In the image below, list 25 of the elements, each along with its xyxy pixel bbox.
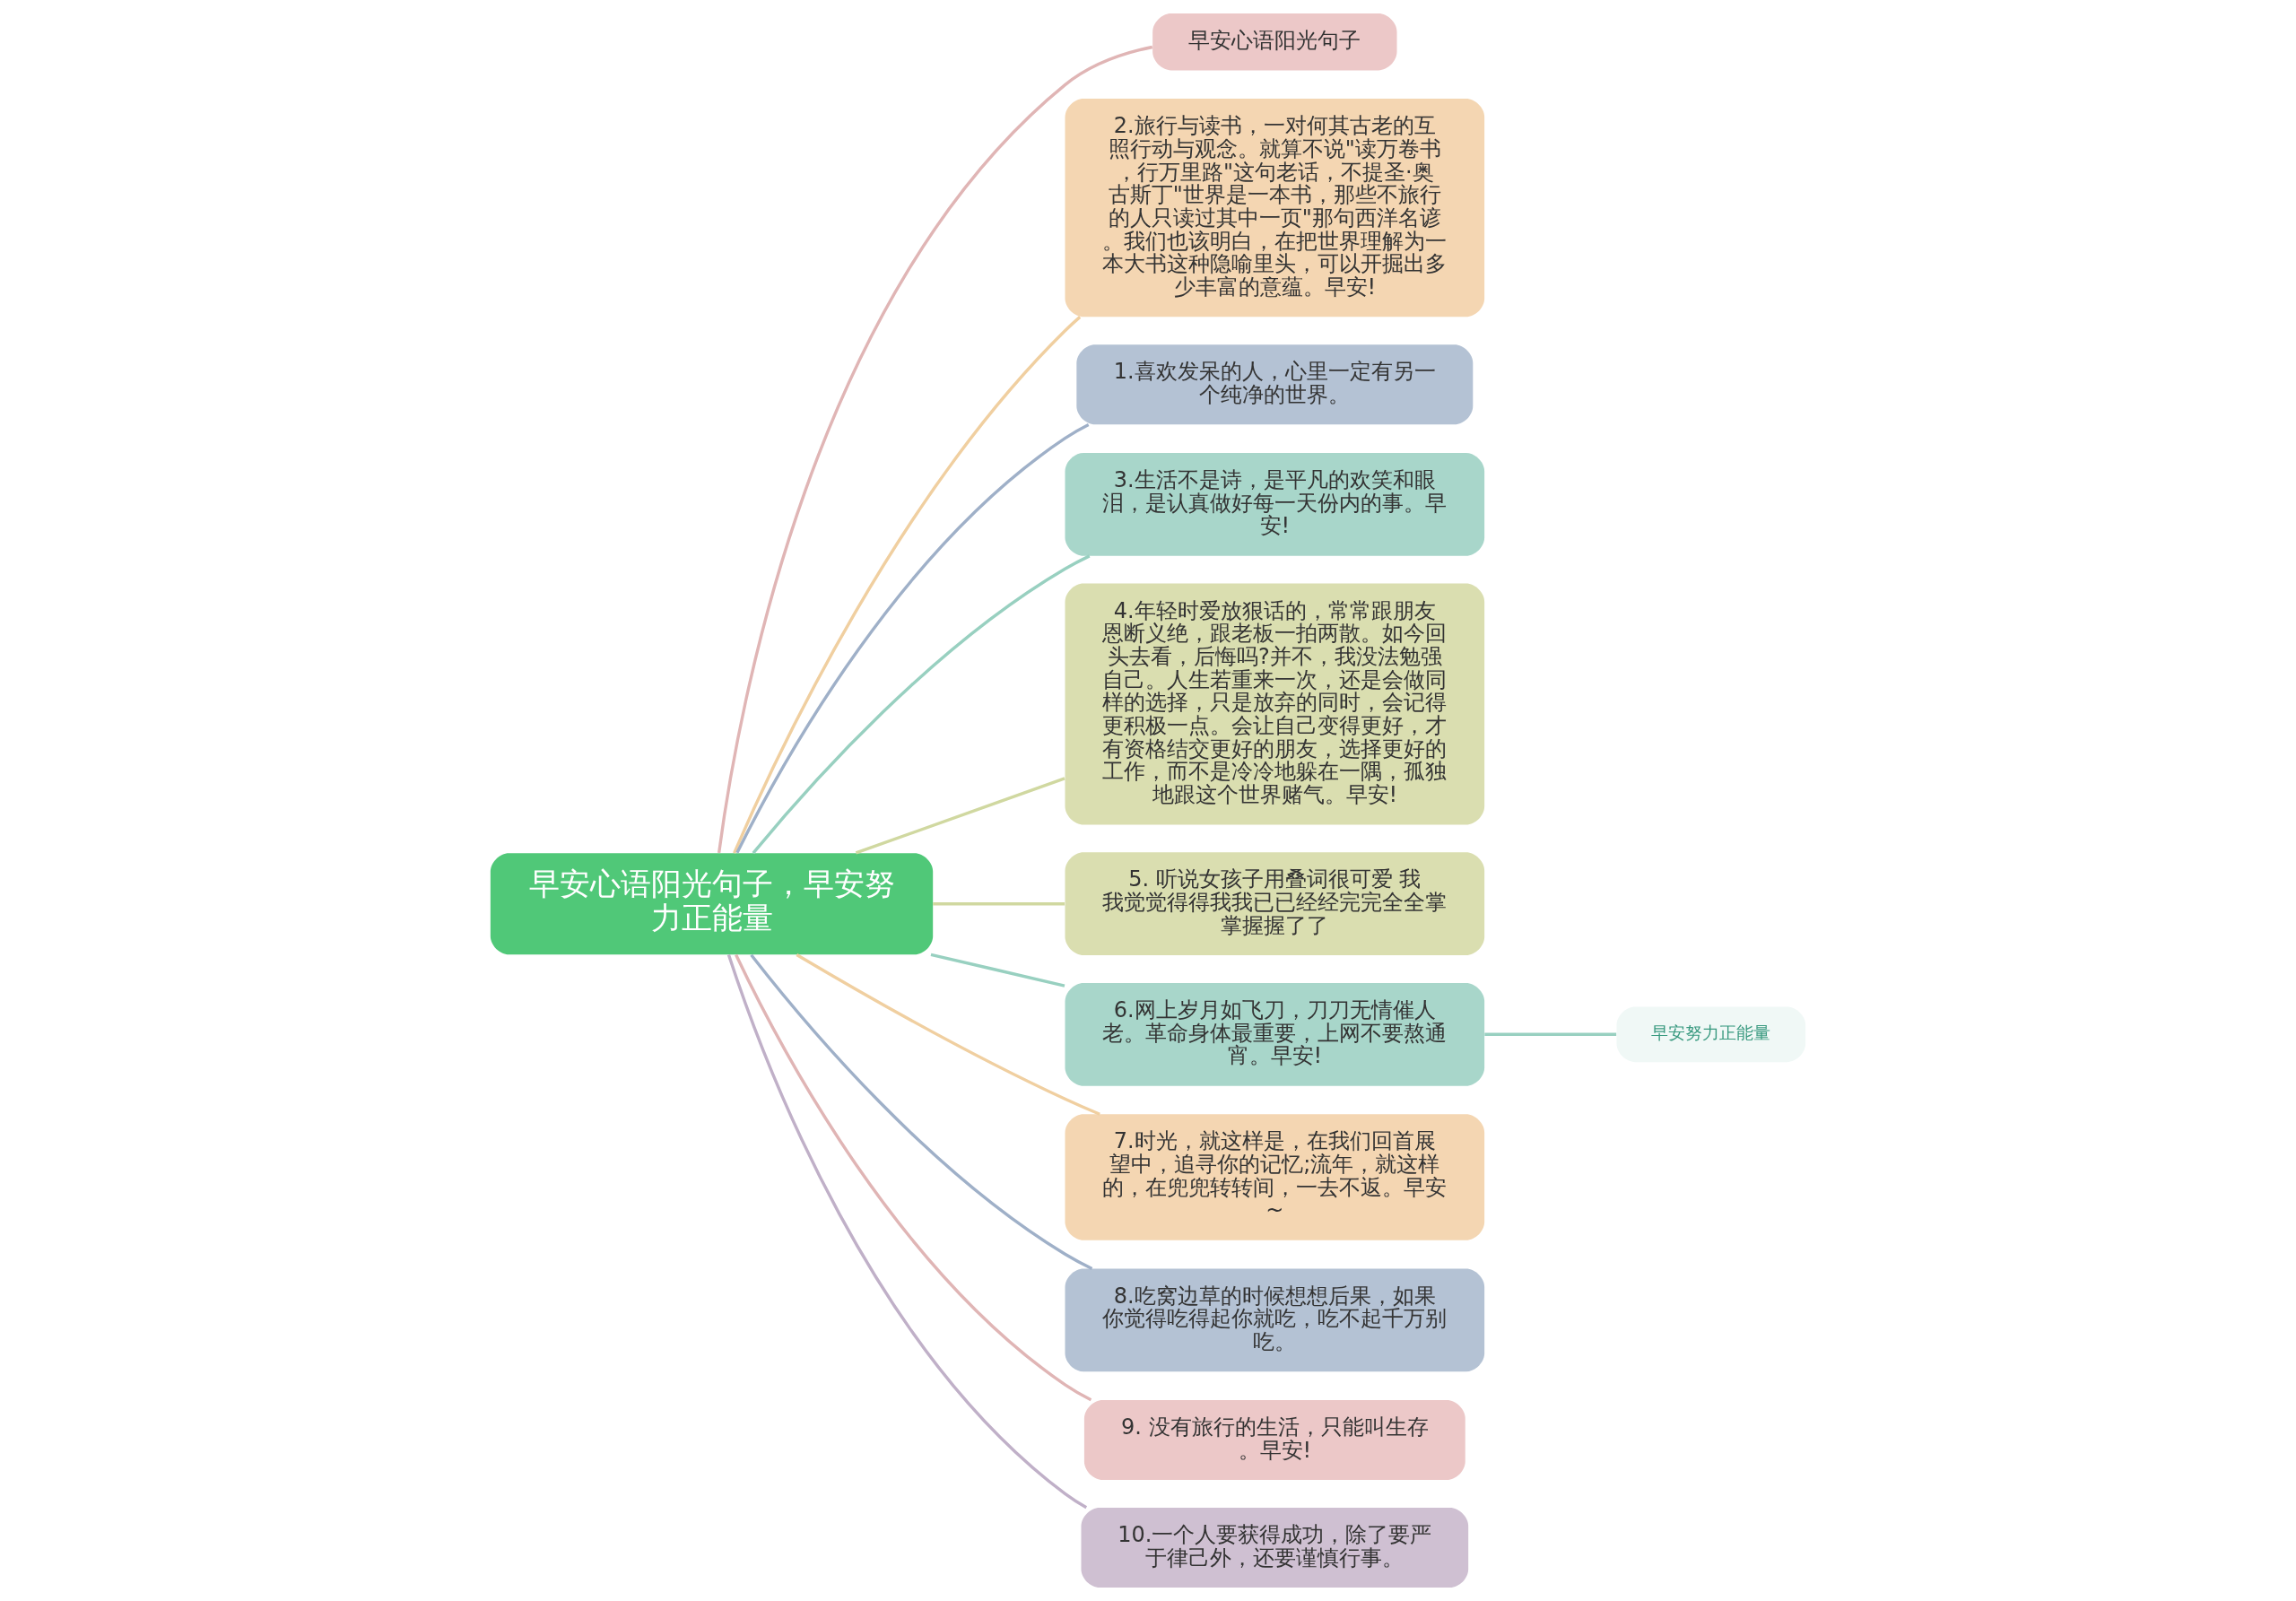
- connector: [735, 953, 1092, 1402]
- node-box: 早安努力正能量: [1616, 1006, 1806, 1063]
- connector: [735, 423, 1090, 854]
- node-box: 1.喜欢发呆的人，心里一定有另一个纯净的世界。: [1076, 344, 1474, 425]
- connector: [752, 554, 1091, 855]
- connector: [796, 953, 1100, 1116]
- connector: [1484, 1032, 1617, 1036]
- node-box: 9. 没有旅行的生活，只能叫生存。早安!: [1083, 1400, 1465, 1481]
- connector: [930, 953, 1065, 988]
- node-box: 4.年轻时爱放狠话的，常常跟朋友恩断义绝，跟老板一拍两散。如今回头去看，后悔吗?并不，我没法勉强自己。人生若重来一次，还是会做同样的选择，只是放弃的同时，会记得更积极一点。会让自己变得更好，才有资格结交更好的朋友，选择更好的工作，而不是冷冷地躲在一隅，孤独地跟这个世界赌气。早安!: [1065, 583, 1485, 825]
- node-box: 早安心语阳光句子，早安努力正能量: [490, 853, 934, 955]
- node-box: 3.生活不是诗，是平凡的欢笑和眼泪，是认真做好每一天份内的事。早安!: [1065, 452, 1485, 556]
- node-box: 8.吃窝边草的时候想想后果，如果你觉得吃得起你就吃，吃不起千万别吃。: [1065, 1268, 1485, 1372]
- node-box: 7.时光，就这样是，在我们回首展望中，追寻你的记忆;流年，就这样的，在兜兜转转间，一去不返。早安~: [1065, 1114, 1485, 1240]
- connector: [726, 953, 1088, 1510]
- node-box: 6.网上岁月如飞刀，刀刀无情催人老。革命身体最重要，上网不要熬通宵。早安!: [1065, 982, 1485, 1086]
- node-box: 5. 听说女孩子用叠词很可爱 我我觉觉得得我我已已经经完完全全掌掌握握了了: [1065, 852, 1485, 956]
- connector: [717, 45, 1153, 854]
- node-box: 2.旅行与读书，一对何其古老的互照行动与观念。就算不说"读万卷书，行万里路"这句老话，不提圣·奥古斯丁"世界是一本书，那些不旅行的人只读过其中一页"那句西洋名谚。我们也该明白，在把世界理解为一本大书这种隐喻里头，可以开掘出多少丰富的意蕴。早安!: [1065, 99, 1485, 318]
- connector: [933, 902, 1065, 906]
- node-box: 早安心语阳光句子: [1152, 13, 1397, 71]
- connector: [855, 777, 1065, 855]
- connector: [733, 316, 1082, 854]
- connector: [750, 953, 1093, 1270]
- node-box: 10.一个人要获得成功，除了要严于律己外，还要谨慎行事。: [1081, 1507, 1469, 1588]
